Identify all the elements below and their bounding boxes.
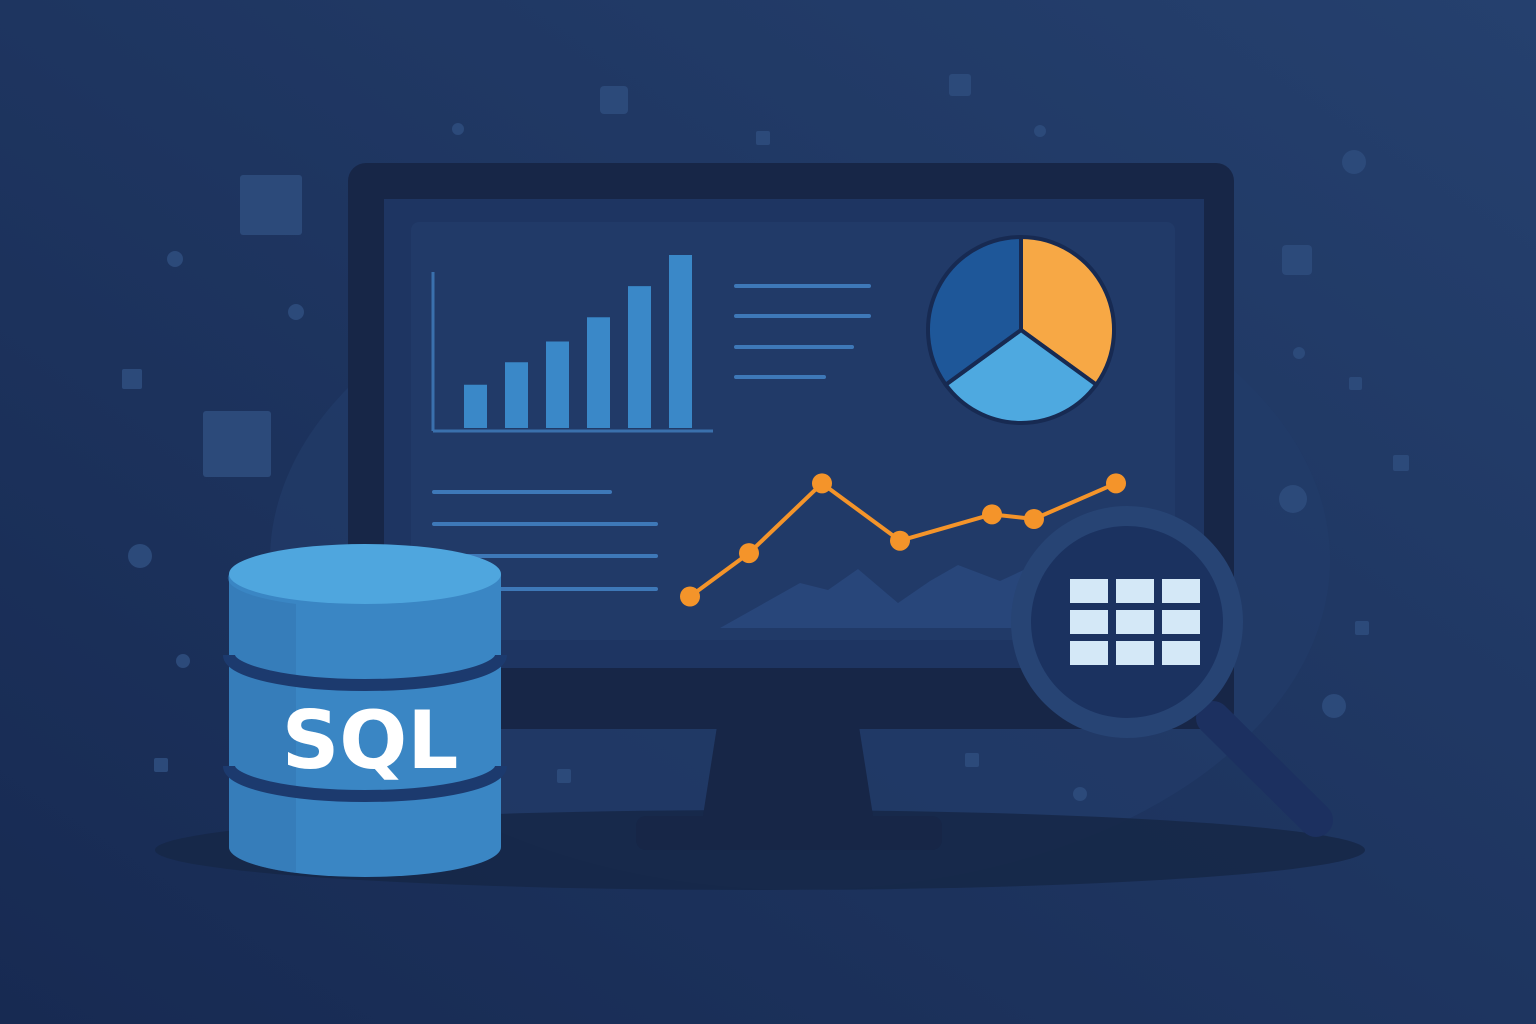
decor-dot [1073, 787, 1087, 801]
cylinder-body [229, 574, 501, 877]
decor-square [1282, 245, 1312, 275]
decorative-particles [122, 74, 1409, 801]
database-cylinder-icon: SQL [223, 544, 507, 877]
decor-dot [128, 544, 152, 568]
decor-square [122, 369, 142, 389]
decor-square [949, 74, 971, 96]
decor-dot [1322, 694, 1346, 718]
cylinder-band [223, 654, 507, 691]
line-point [812, 473, 832, 494]
monitor-stand-base [636, 816, 942, 850]
table-grid-icon [1070, 579, 1200, 665]
pie-slice [942, 327, 1100, 425]
line-point [982, 504, 1002, 525]
table-cell [1116, 579, 1154, 603]
line-point [680, 586, 700, 607]
table-cell [1070, 641, 1108, 665]
decor-dot [1293, 347, 1305, 359]
decor-dot [288, 304, 304, 320]
cylinder-band [223, 765, 507, 802]
decor-dot [1342, 150, 1366, 174]
decor-square [1393, 455, 1409, 471]
table-cell [1116, 641, 1154, 665]
bar [464, 384, 487, 428]
decor-dot [1279, 485, 1307, 513]
table-cell [1162, 579, 1200, 603]
pie-slice [926, 234, 1023, 388]
table-cell [1070, 610, 1108, 634]
decor-square [557, 769, 571, 783]
decor-square [965, 753, 979, 767]
decor-dot [176, 654, 190, 668]
bar [546, 341, 569, 428]
pie-chart [926, 234, 1116, 425]
decor-square [1355, 621, 1369, 635]
line-series-points [680, 473, 1126, 607]
bar [669, 255, 692, 428]
decor-square [756, 131, 770, 145]
bar-chart-bars [464, 255, 692, 428]
pie-slice [1019, 234, 1116, 388]
decor-dot [167, 251, 183, 267]
line-point [1106, 473, 1126, 494]
cylinder-shade [227, 574, 296, 873]
bar [587, 317, 610, 428]
table-cell [1162, 641, 1200, 665]
cylinder-top [229, 544, 501, 604]
decor-dot [452, 123, 464, 135]
bar [628, 286, 651, 428]
table-cell [1162, 610, 1200, 634]
magnifier-handle [1196, 701, 1333, 837]
monitor-stand-neck [702, 720, 874, 822]
bar [505, 362, 528, 428]
decor-dot [1034, 125, 1046, 137]
decor-square [600, 86, 628, 114]
decor-square [240, 175, 302, 235]
database-label: SQL [282, 694, 459, 787]
line-point [739, 543, 759, 564]
table-cell [1070, 579, 1108, 603]
table-cell [1116, 610, 1154, 634]
line-point [890, 530, 910, 551]
decor-square [154, 758, 168, 772]
bar-chart [431, 255, 713, 433]
decor-square [203, 411, 271, 477]
line-point [1024, 509, 1044, 529]
decor-square [1349, 377, 1362, 390]
magnifying-glass-icon [1011, 506, 1333, 837]
